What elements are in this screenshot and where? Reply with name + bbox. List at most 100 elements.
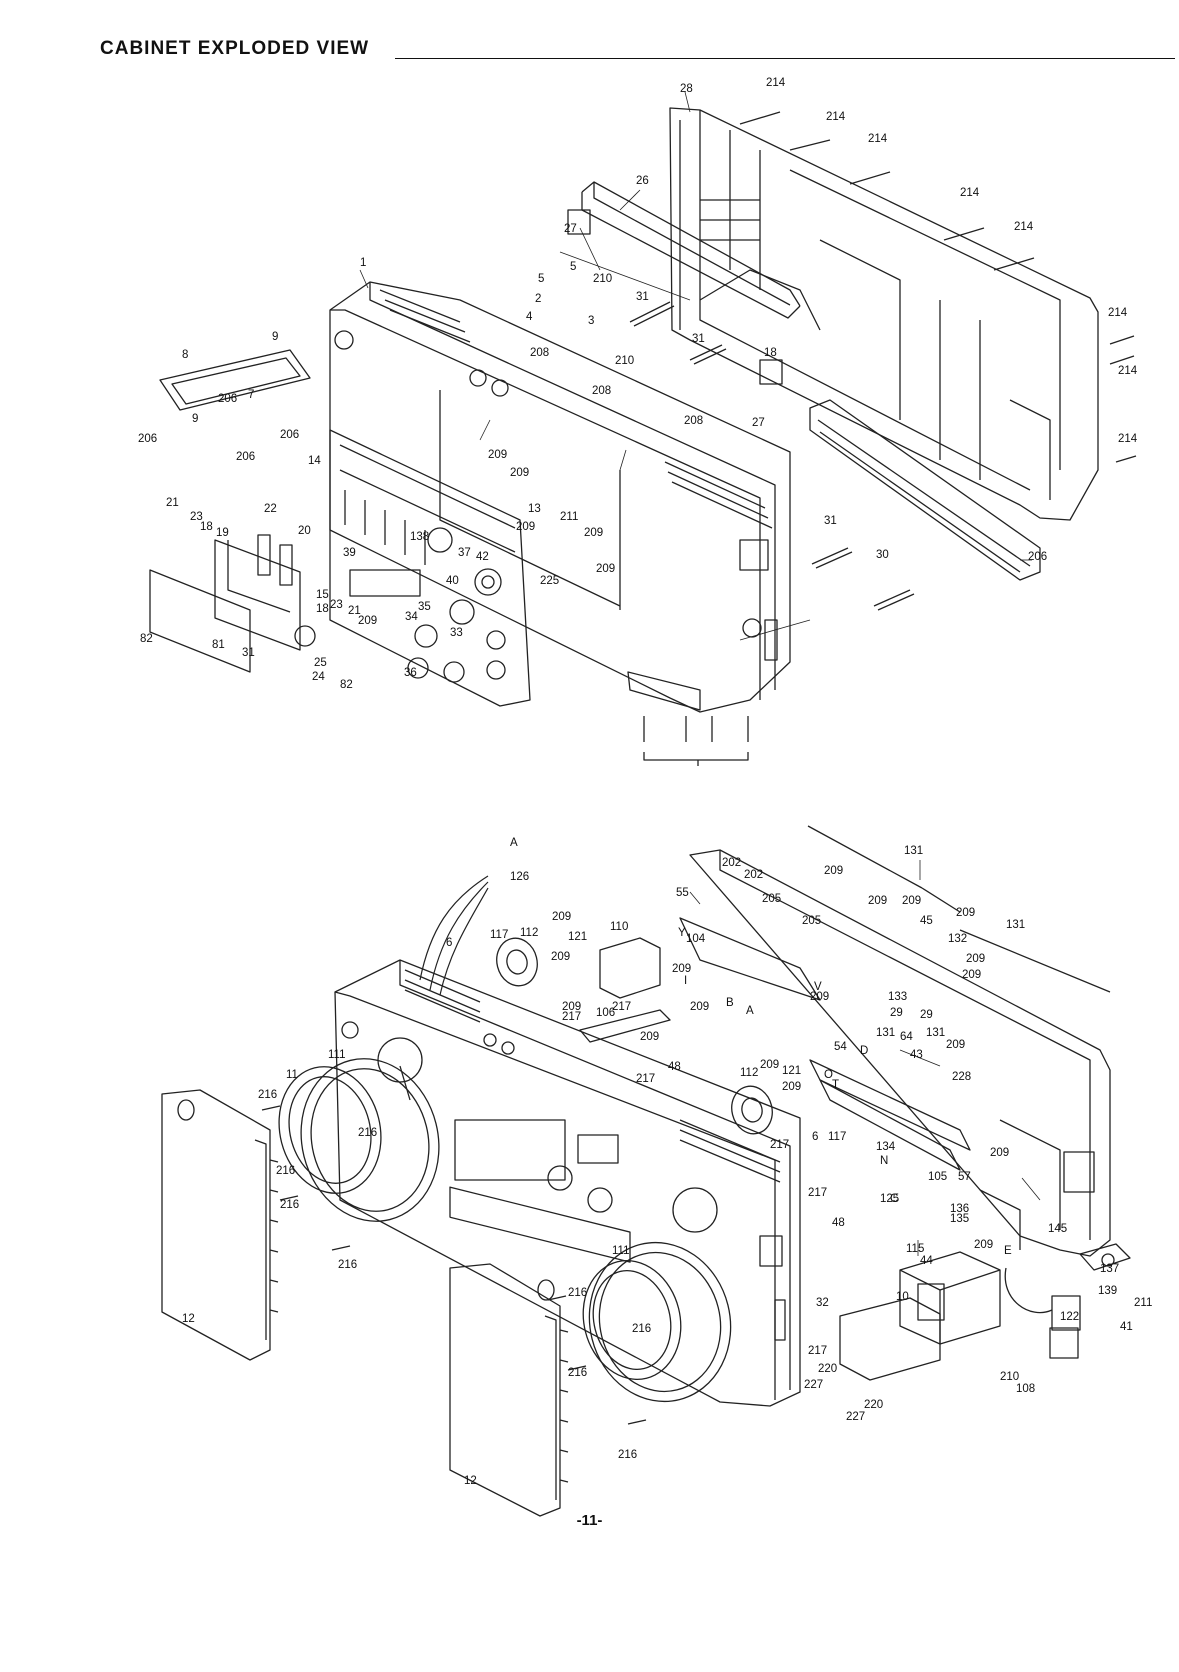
bottom-callout-95: 137 — [1100, 1263, 1119, 1275]
top-callout-47: 225 — [540, 575, 559, 587]
bottom-callout-28: 209 — [562, 1001, 581, 1013]
tweeter-mid — [731, 1085, 773, 1135]
bottom-callout-101: 108 — [1016, 1383, 1035, 1395]
leader-lines-top — [359, 91, 1032, 641]
top-callout-32: 206 — [236, 451, 255, 463]
bottom-callout-26: 209 — [672, 963, 691, 975]
bottom-callout-56: 216 — [358, 1127, 377, 1139]
bottom-callout-25: 104 — [686, 933, 706, 945]
top-callout-38: 21 — [166, 497, 179, 509]
top-callout-13: 210 — [593, 273, 612, 285]
title-bar: CABINET EXPLODED VIEW — [100, 38, 1179, 68]
top-callout-24: 208 — [684, 415, 703, 427]
page-title: CABINET EXPLODED VIEW — [100, 38, 370, 59]
top-callout-4: 214 — [960, 187, 980, 199]
top-callout-6: 214 — [1108, 307, 1128, 319]
bottom-callout-81: 216 — [276, 1165, 295, 1177]
bottom-callout-71: 125 — [880, 1193, 899, 1205]
bottom-callout-61: 121 — [782, 1065, 801, 1077]
bottom-callout-86: 115 — [906, 1243, 924, 1255]
top-callout-46: 209 — [584, 527, 603, 539]
bottom-callout-68: 217 — [770, 1139, 789, 1151]
top-callout-57: 36 — [404, 667, 417, 679]
bottom-callout-3: 126 — [510, 871, 529, 883]
bottom-callout-19: 112 — [520, 927, 538, 939]
bottom-callout-60: 209 — [760, 1059, 779, 1071]
top-callout-1: 214 — [766, 77, 786, 89]
bottom-callout-24: Y — [678, 927, 686, 939]
bottom-callout-47: 43 — [910, 1049, 923, 1061]
bottom-callout-44: 217 — [636, 1073, 655, 1085]
top-callout-40: 18 — [200, 521, 213, 533]
top-callout-14: 2 — [535, 293, 541, 305]
bottom-callout-91: 220 — [818, 1363, 837, 1375]
bottom-callout-63: 134 — [876, 1141, 896, 1153]
bottom-callout-12: 209 — [956, 907, 975, 919]
top-callout-22: 18 — [764, 347, 777, 359]
carry-handle — [567, 181, 801, 385]
top-callout-66: 82 — [140, 633, 153, 645]
bottom-callout-2: A — [510, 837, 518, 849]
bottom-callout-5: 202 — [744, 869, 763, 881]
bottom-callout-103: 216 — [618, 1449, 637, 1461]
bottom-callout-37: 29 — [890, 1007, 903, 1019]
bottom-callout-4: 202 — [722, 857, 741, 869]
bottom-callout-35: 209 — [810, 991, 829, 1003]
bottom-callout-34: V — [814, 981, 822, 993]
front-cabinet — [329, 281, 791, 713]
bottom-callout-57: 216 — [280, 1199, 299, 1211]
circuit-boards — [579, 917, 971, 1171]
bottom-callout-55: 216 — [258, 1089, 277, 1101]
tweeter-top — [496, 937, 538, 987]
top-callout-41: 19 — [216, 527, 229, 539]
bottom-callout-70: 117 — [828, 1131, 846, 1143]
power-transformer — [839, 1251, 1001, 1381]
bottom-callout-50: D — [860, 1045, 868, 1057]
bottom-callout-23: 110 — [610, 921, 628, 933]
bottom-callout-53: 111 — [328, 1049, 345, 1061]
bottom-callout-90: 217 — [808, 1345, 827, 1357]
bottom-callout-69: 6 — [812, 1131, 818, 1143]
top-callout-8: 214 — [1118, 433, 1138, 445]
speaker-right — [582, 1241, 732, 1403]
top-callout-31: 206 — [280, 429, 299, 441]
bottom-callout-77: 209 — [974, 1239, 993, 1251]
bottom-callout-79: 145 — [1048, 1223, 1067, 1235]
bottom-callout-11: 209 — [902, 895, 921, 907]
top-callout-62: 15 — [316, 589, 329, 601]
bottom-callout-67: 209 — [990, 1147, 1009, 1159]
bottom-callout-33: A — [746, 1005, 754, 1017]
bottom-callout-1: 131 — [1006, 919, 1025, 931]
top-callout-58: 209 — [358, 615, 377, 627]
leader-lines-bottom — [689, 860, 1041, 1256]
top-callout-61: 18 — [316, 603, 329, 615]
top-callout-71: 206 — [1028, 551, 1047, 563]
bottom-callout-85: 216 — [568, 1367, 587, 1379]
bottom-callout-102: 12 — [464, 1475, 477, 1487]
bottom-callout-46: 64 — [900, 1031, 913, 1043]
top-callout-64: 24 — [312, 671, 325, 683]
grille-left — [161, 1089, 279, 1361]
top-callout-28: 7 — [248, 389, 254, 401]
top-callout-9: 26 — [636, 175, 649, 187]
bottom-callout-64: N — [880, 1155, 888, 1167]
top-callout-68: 31 — [242, 647, 255, 659]
screws-214 — [739, 111, 1137, 463]
top-callout-11: 5 — [538, 273, 544, 285]
top-callout-18: 31 — [692, 333, 705, 345]
bottom-rear-chassis — [689, 849, 1111, 1257]
bottom-callout-98: 211 — [1134, 1297, 1152, 1309]
bottom-callout-76: 135 — [950, 1213, 969, 1225]
bottom-callout-93: 220 — [864, 1399, 883, 1411]
top-callout-43: 20 — [298, 525, 311, 537]
top-callout-48: 209 — [596, 563, 615, 575]
bottom-callout-88: 10 — [896, 1291, 909, 1303]
bottom-callout-89: 32 — [816, 1297, 829, 1309]
bottom-callout-13: 45 — [920, 915, 933, 927]
screws-216 — [261, 1105, 647, 1425]
bottom-callout-36: 133 — [888, 991, 907, 1003]
grille-right — [449, 1263, 569, 1517]
top-callout-25: 1 — [360, 257, 366, 269]
bottom-callout-92: 227 — [804, 1379, 823, 1391]
